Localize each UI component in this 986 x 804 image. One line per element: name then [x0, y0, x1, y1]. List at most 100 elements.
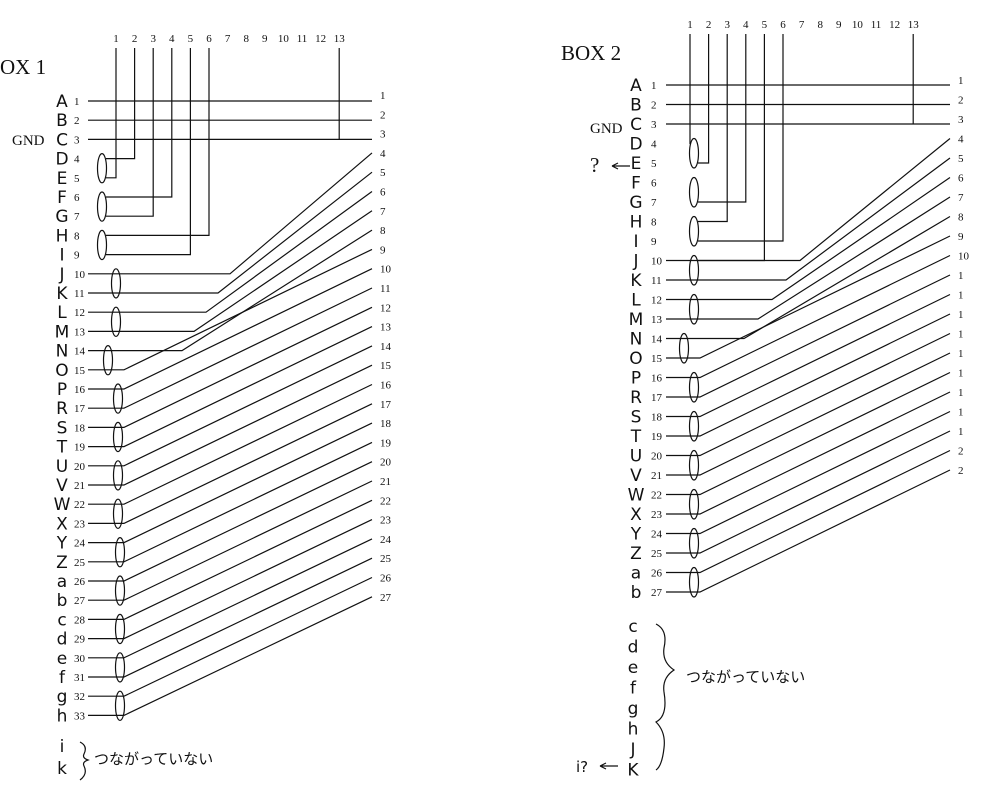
- right-label-17: 17: [380, 399, 392, 411]
- unconnected-letter-c: c: [628, 617, 637, 637]
- twisted-pair-oval-1: [688, 137, 700, 169]
- pin-letter-d: d: [57, 630, 68, 650]
- unconnected-letter-d: d: [628, 638, 639, 658]
- top-label-5: 5: [762, 19, 768, 31]
- pin-number-9: 9: [74, 250, 80, 262]
- right-label-10: 10: [380, 264, 392, 276]
- pin-number-16: 16: [74, 384, 86, 396]
- pin-number-9: 9: [651, 236, 657, 248]
- right-label-14: 14: [380, 341, 392, 353]
- pin-letter-Z: Z: [56, 553, 68, 573]
- pin-letter-e: e: [57, 649, 67, 669]
- pin-letter-W: W: [54, 495, 71, 515]
- twisted-pair-oval-9: [688, 449, 700, 481]
- right-label-8: 8: [958, 212, 964, 224]
- twisted-pair-oval-11: [688, 527, 700, 559]
- pin-letter-T: T: [56, 438, 68, 458]
- unconnected-letter-K: K: [627, 761, 639, 781]
- pin-number-32: 32: [74, 691, 85, 703]
- right-label-19: 1: [958, 426, 964, 438]
- wire-diagonal-15: [88, 422, 373, 544]
- pin-number-3: 3: [74, 134, 80, 146]
- top-label-13: 13: [334, 33, 346, 45]
- wire-diagonal-14: [88, 403, 373, 524]
- top-label-6: 6: [206, 33, 212, 45]
- pin-number-19: 19: [74, 442, 86, 454]
- right-label-21: 21: [380, 476, 391, 488]
- twisted-pair-oval-5: [688, 293, 700, 325]
- pin-number-19: 19: [651, 431, 663, 443]
- wire-diagonal-23: [88, 576, 373, 697]
- pin-letter-U: U: [630, 447, 642, 467]
- wire-diagonal-12: [666, 352, 951, 476]
- wire-diagonal-13: [88, 383, 373, 505]
- right-label-4: 4: [958, 134, 964, 146]
- pin-letter-S: S: [631, 408, 642, 428]
- pin-letter-R: R: [56, 399, 68, 419]
- pin-number-15: 15: [74, 365, 86, 377]
- pin-number-5: 5: [74, 173, 80, 185]
- pin-letter-J: J: [632, 252, 638, 272]
- top-label-2: 2: [706, 19, 712, 31]
- pin-letter-b: b: [57, 591, 68, 611]
- top-label-2: 2: [132, 33, 138, 45]
- pin-number-7: 7: [74, 211, 80, 223]
- twisted-pair-oval-3: [96, 229, 108, 261]
- twisted-pair-oval-7: [112, 383, 124, 414]
- right-label-8: 8: [380, 225, 386, 237]
- right-label-3: 3: [958, 114, 964, 126]
- pin-letter-R: R: [630, 388, 642, 408]
- pin-letter-C: C: [630, 115, 642, 135]
- twisted-pair-oval-2: [96, 191, 108, 222]
- twisted-pair-oval-12: [114, 575, 126, 606]
- right-label-17: 1: [958, 387, 964, 399]
- pin-letter-L: L: [631, 291, 641, 311]
- top-label-5: 5: [188, 33, 194, 45]
- right-label-11: 11: [380, 283, 391, 295]
- pin-number-11: 11: [74, 288, 85, 300]
- pin-letter-A: A: [56, 92, 68, 112]
- right-label-10: 10: [958, 251, 970, 263]
- box2-side-arrow-icon: [599, 762, 618, 770]
- pin-letter-K: K: [630, 271, 642, 291]
- twisted-pair-oval-2: [688, 176, 700, 208]
- wire-diagonal-1: [666, 138, 951, 262]
- wire-diagonal-2: [88, 171, 373, 294]
- right-label-19: 19: [380, 437, 392, 449]
- pin-number-21: 21: [651, 470, 662, 482]
- pin-number-14: 14: [651, 334, 663, 346]
- pin-letter-A: A: [630, 76, 642, 96]
- pin-number-6: 6: [74, 192, 80, 204]
- right-label-21: 2: [958, 465, 964, 477]
- top-label-4: 4: [743, 19, 749, 31]
- pin-number-1: 1: [651, 80, 657, 92]
- pin-letter-a: a: [631, 564, 641, 584]
- pin-number-33: 33: [74, 710, 86, 722]
- pin-letter-B: B: [56, 111, 68, 131]
- pin-letter-E: E: [57, 169, 68, 189]
- twisted-pair-oval-13: [114, 613, 126, 645]
- right-label-18: 18: [380, 418, 392, 430]
- pin-letter-D: D: [55, 150, 68, 170]
- pin-number-26: 26: [74, 576, 86, 588]
- right-label-23: 23: [380, 515, 392, 527]
- pin-number-6: 6: [651, 178, 657, 190]
- wire-diagonal-20: [88, 519, 373, 640]
- top-label-1: 1: [687, 19, 693, 31]
- pin-number-18: 18: [651, 412, 663, 424]
- right-label-2: 2: [958, 95, 964, 107]
- right-label-4: 4: [380, 148, 386, 160]
- pin-letter-h: h: [57, 706, 68, 726]
- wire-diagonal-8: [88, 287, 373, 409]
- wire-diagonal-9: [666, 293, 951, 418]
- twisted-pair-oval-15: [114, 690, 126, 722]
- right-label-7: 7: [380, 206, 386, 218]
- pin-number-23: 23: [651, 509, 663, 521]
- pin-letter-F: F: [631, 174, 641, 194]
- pin-number-15: 15: [651, 353, 663, 365]
- wire-diagonal-21: [88, 538, 373, 659]
- pin-letter-T: T: [630, 427, 642, 447]
- wire-diagonal-4: [666, 196, 951, 320]
- wire-diagonal-5: [88, 229, 373, 352]
- right-label-27: 27: [380, 592, 392, 604]
